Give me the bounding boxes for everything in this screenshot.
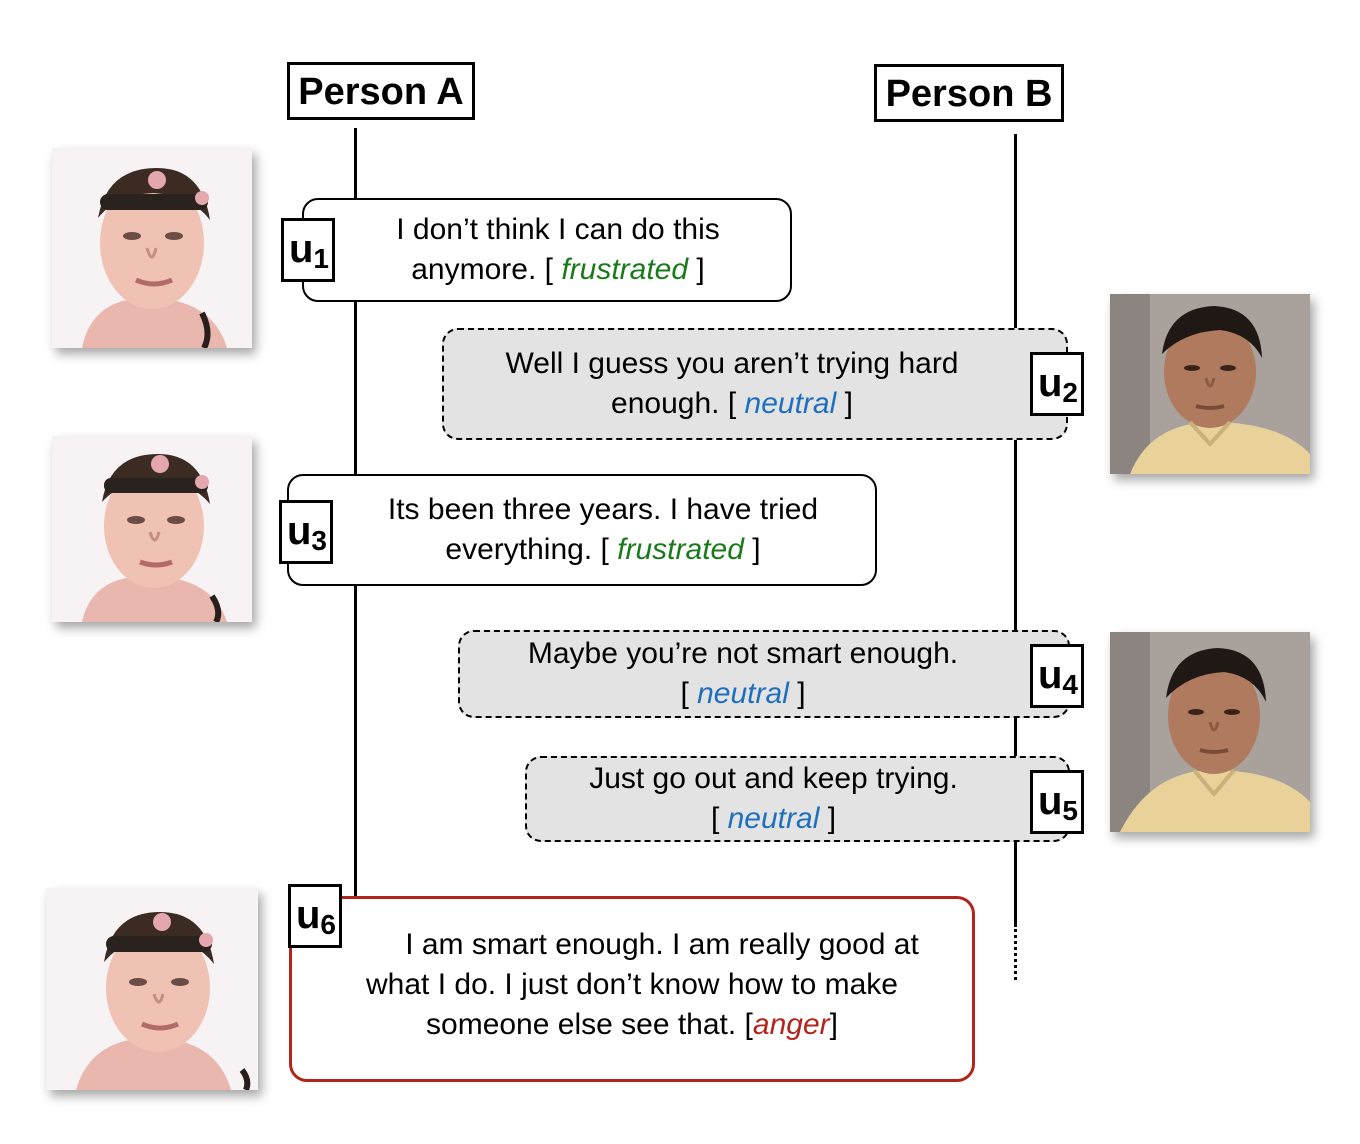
emotion-bracket-close: ] (797, 677, 806, 710)
emotion-label-anger: anger (752, 1008, 830, 1041)
person-b-lifeline-continuation (1014, 924, 1017, 980)
utterance-text-line: I don’t think I can do this (396, 213, 720, 246)
emotion-bracket-close: ] (696, 253, 705, 286)
emotion-label-frustrated: frustrated (561, 253, 689, 286)
utterance-text-line: [ (680, 677, 689, 710)
emotion-bracket-close: ] (827, 802, 837, 835)
utterance-tag-u3: u3 (279, 500, 333, 564)
emotion-label-neutral: neutral (744, 387, 837, 420)
utterance-bubble-u4: Maybe you’re not smart enough. [ neutral… (458, 630, 1070, 718)
emotion-bracket-close: ] (752, 533, 761, 566)
utterance-tag-u4: u4 (1030, 644, 1084, 708)
utterance-tag-u5: u5 (1030, 770, 1084, 834)
emotion-bracket-close: ] (844, 387, 853, 420)
utterance-bubble-u5: Just go out and keep trying. [ neutral ] (525, 756, 1070, 842)
utterance-bubble-u6: I am smart enough. I am really good at w… (289, 896, 975, 1082)
utterance-bubble-u1: I don’t think I can do this anymore. [ f… (302, 198, 792, 302)
man-face-photo (1110, 294, 1310, 474)
utterance-bubble-u3: Its been three years. I have tried every… (287, 474, 877, 586)
utterance-text-line: [ (710, 802, 720, 835)
utterance-text-line: anymore. [ (411, 253, 553, 286)
emotion-bracket-close: ] (829, 1008, 838, 1041)
woman-face-photo (46, 888, 258, 1090)
utterance-text-line: Its been three years. I have tried (387, 493, 819, 526)
utterance-text-line: what I do. I just don’t know how to make (366, 968, 898, 1001)
utterance-tag-u1: u1 (281, 218, 335, 282)
utterance-text-line: someone else see that. [ (426, 1008, 753, 1041)
emotion-label-neutral: neutral (697, 677, 789, 710)
emotion-label-neutral: neutral (727, 802, 820, 835)
woman-face-photo (52, 436, 252, 622)
utterance-tag-u2: u2 (1030, 352, 1084, 416)
person-b-label: Person B (874, 64, 1064, 122)
woman-face-photo (52, 148, 252, 348)
utterance-text-line: I am smart enough. I am really good at (405, 928, 919, 961)
utterance-bubble-u2: Well I guess you aren’t trying hard enou… (442, 328, 1068, 440)
utterance-text-line: everything. [ (445, 533, 609, 566)
person-a-label: Person A (287, 62, 475, 120)
emotion-label-frustrated: frustrated (617, 533, 744, 566)
utterance-text-line: enough. [ (611, 387, 737, 420)
utterance-text-line: Maybe you’re not smart enough. (527, 637, 959, 670)
utterance-tag-u6: u6 (288, 884, 342, 948)
man-face-photo (1110, 632, 1310, 832)
person-b-lifeline (1014, 134, 1017, 924)
utterance-text-line: Well I guess you aren’t trying hard (505, 347, 959, 380)
utterance-text-line: Just go out and keep trying. (589, 762, 958, 795)
